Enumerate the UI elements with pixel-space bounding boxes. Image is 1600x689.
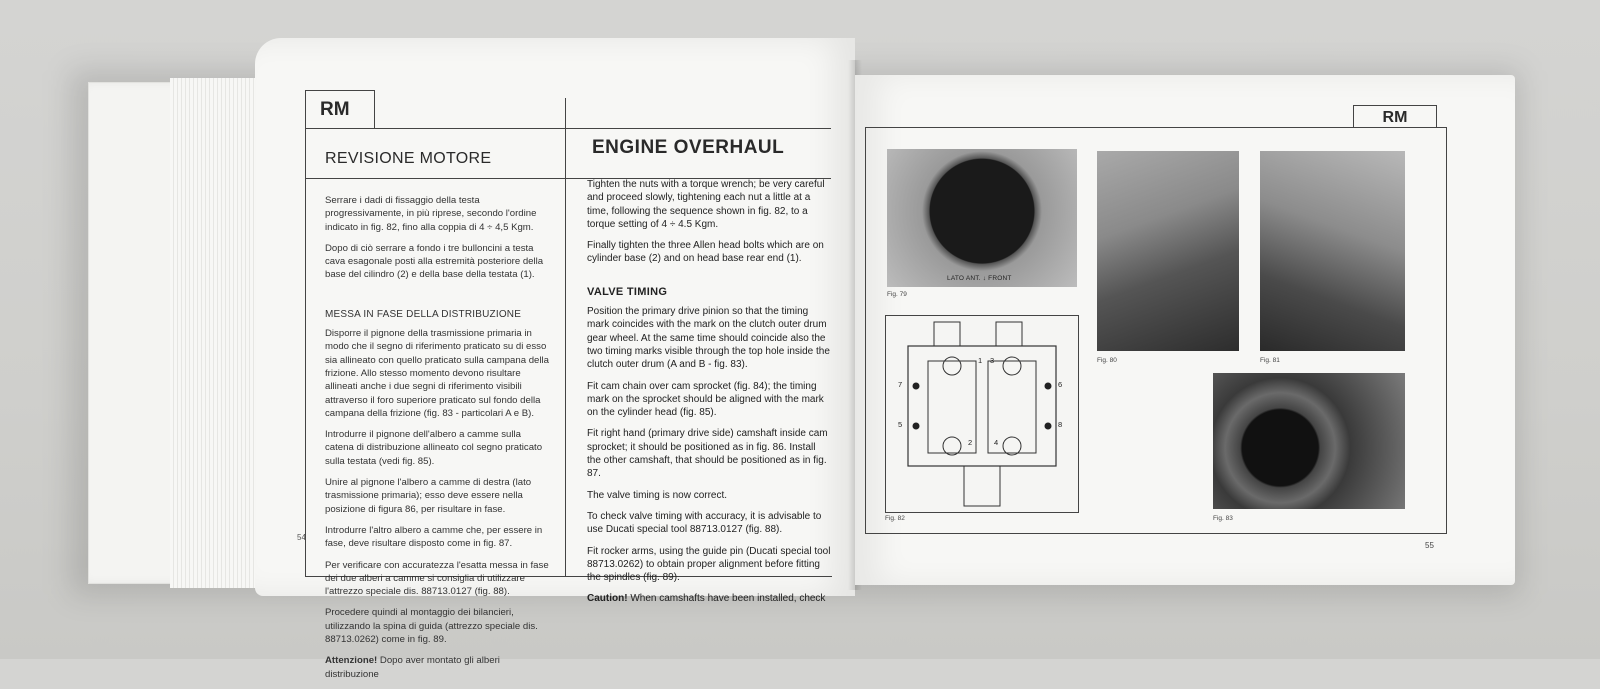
- fig-82-diagram: 7 5 1 3 6 8 2 4: [885, 315, 1079, 513]
- fig-80-caption: Fig. 80: [1097, 357, 1117, 364]
- paragraph: Fit rocker arms, using the guide pin (Du…: [587, 545, 831, 584]
- paragraph: Disporre il pignone della trasmissione p…: [325, 328, 549, 419]
- paragraph: Tighten the nuts with a torque wrench; b…: [587, 179, 825, 230]
- diagram-number: 7: [898, 380, 903, 389]
- fig-79-caption: Fig. 79: [887, 291, 907, 298]
- fig-81-caption: Fig. 81: [1260, 357, 1280, 364]
- fig-79-label: LATO ANT. ↓ FRONT: [947, 275, 1012, 282]
- paragraph: Introdurre il pignone dell'albero a camm…: [325, 429, 543, 467]
- right-page-frame: [865, 127, 1447, 534]
- caution-label: Attenzione!: [325, 655, 378, 667]
- page-number-left: 54: [297, 533, 306, 542]
- fig-79-photo: LATO ANT. ↓ FRONT: [887, 149, 1077, 287]
- diagram-number: 1: [978, 356, 983, 365]
- fig-81-photo: [1260, 151, 1405, 351]
- diagram-number: 8: [1058, 420, 1063, 429]
- english-column: Tighten the nuts with a torque wrench; b…: [587, 178, 832, 614]
- paragraph: Introdurre l'altro albero a camme che, p…: [325, 524, 543, 550]
- section-tab-left: RM: [305, 90, 375, 129]
- diagram-number: 5: [898, 420, 903, 429]
- cylinder-head-diagram: [907, 321, 1057, 507]
- fig-83-photo: [1213, 373, 1405, 509]
- caution-line: Caution! When camshafts have been instal…: [587, 592, 832, 605]
- diagram-number: 6: [1058, 380, 1063, 389]
- header-rule-top: [305, 128, 831, 129]
- right-page: RM LATO ANT. ↓ FRONT Fig. 79 Fig. 80 Fig…: [855, 75, 1515, 585]
- page-number-right: 55: [1425, 541, 1434, 550]
- paragraph: Per verificare con accuratezza l'esatta …: [325, 559, 549, 598]
- header-rule-bottom: [305, 178, 831, 179]
- diagram-number: 4: [994, 438, 999, 447]
- paragraph: To check valve timing with accuracy, it …: [587, 510, 822, 536]
- left-page-frame: [305, 128, 832, 577]
- paragraph: The valve timing is now correct.: [587, 489, 728, 501]
- paragraph: Finally tighten the three Allen head bol…: [587, 240, 824, 265]
- italian-column: Serrare i dadi di fissaggio della testa …: [325, 194, 550, 689]
- paragraph: Fit cam chain over cam sprocket (fig. 84…: [587, 380, 824, 419]
- section-title-english: ENGINE OVERHAUL: [592, 137, 785, 158]
- diagram-number: 2: [968, 438, 973, 447]
- paragraph: Dopo di ciò serrare a fondo i tre bullon…: [325, 242, 544, 281]
- subheading-english: VALVE TIMING: [587, 285, 668, 298]
- caution-label: Caution!: [587, 593, 628, 605]
- diagram-number: 3: [990, 356, 995, 365]
- caution-line: Attenzione! Dopo aver montato gli alberi…: [325, 654, 550, 681]
- paragraph: Serrare i dadi di fissaggio della testa …: [325, 195, 537, 233]
- fig-80-photo: [1097, 151, 1239, 351]
- paragraph: Procedere quindi al montaggio dei bilanc…: [325, 607, 538, 646]
- paragraph: Position the primary drive pinion so tha…: [587, 306, 830, 371]
- fig-82-caption: Fig. 82: [885, 515, 905, 522]
- column-divider: [565, 98, 566, 576]
- left-page: RM REVISIONE MOTORE ENGINE OVERHAUL Serr…: [255, 38, 855, 680]
- paragraph: Fit right hand (primary drive side) cams…: [587, 428, 828, 480]
- fig-83-caption: Fig. 83: [1213, 515, 1233, 522]
- section-tab-right: RM: [1353, 105, 1437, 128]
- section-title-italian: REVISIONE MOTORE: [325, 150, 492, 167]
- paragraph: Unire al pignone l'albero a camme di des…: [325, 477, 532, 515]
- subheading-italian: MESSA IN FASE DELLA DISTRIBUZIONE: [325, 308, 522, 320]
- caution-text: When camshafts have been installed, chec…: [630, 593, 826, 605]
